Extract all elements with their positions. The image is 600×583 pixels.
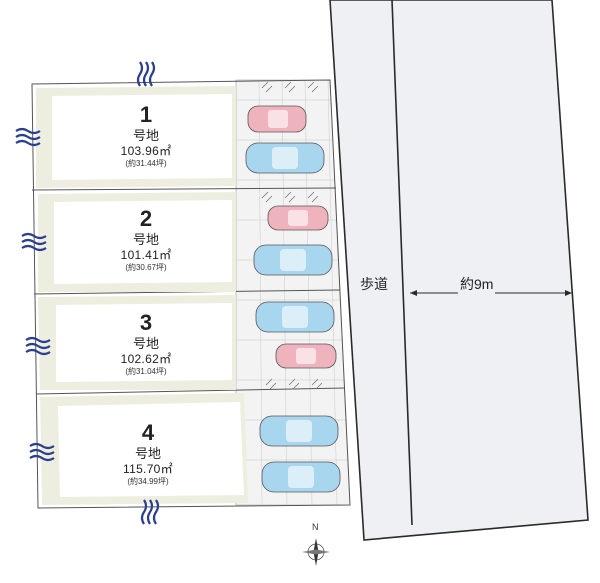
water-symbol-lot4: [29, 442, 55, 462]
water-symbol-lot2: [21, 232, 47, 252]
water-symbol-top: [136, 61, 156, 87]
dimension-arrow-left: [410, 290, 417, 296]
car-lot3-blue: [255, 301, 335, 333]
lot3-number: 3: [139, 310, 153, 335]
car-lot4-blue-1: [259, 415, 339, 447]
lot3-area: 102.62㎡: [120, 352, 172, 366]
lot3-label: 号地: [132, 336, 159, 351]
road-divider-line: [391, 0, 413, 526]
lot2-area: 101.41㎡: [120, 248, 172, 262]
water-symbol-lot1: [15, 127, 41, 147]
dimension-arrow-right: [565, 290, 572, 296]
lot1-number: 1: [139, 102, 153, 127]
lot2-tsubo: (約30.67坪): [125, 263, 167, 272]
car-lot3-pink: [275, 343, 337, 369]
compass-icon: [302, 538, 330, 566]
lot-panels: [36, 86, 248, 505]
lot1-area: 103.96㎡: [120, 144, 172, 158]
car-lot2-pink: [267, 205, 329, 231]
lot4-label: 号地: [134, 446, 161, 461]
lot2-label: 号地: [132, 232, 159, 247]
lot3-tsubo: (約31.04坪): [125, 367, 167, 376]
sidewalk-label: 歩道: [358, 274, 390, 294]
road: [329, 0, 589, 541]
lot4-tsubo: (約34.99坪): [127, 477, 169, 486]
parking-area: [235, 79, 351, 506]
water-symbol-lot3: [25, 336, 51, 356]
lot1-tsubo: (約31.44坪): [125, 159, 167, 168]
car-lot1-blue: [245, 142, 325, 174]
lot1-label: 号地: [132, 128, 159, 143]
road-width-label: 約9m: [458, 274, 496, 294]
tree-row: [261, 81, 323, 390]
car-lot2-blue: [253, 244, 333, 276]
car-lot1-pink: [247, 105, 307, 133]
water-symbol-bottom: [140, 499, 160, 525]
lot4-area: 115.70㎡: [123, 462, 173, 476]
lot2-number: 2: [139, 206, 153, 231]
lot4-number: 4: [141, 420, 155, 445]
north-label: N: [312, 522, 319, 532]
car-lot4-blue-2: [261, 461, 341, 493]
